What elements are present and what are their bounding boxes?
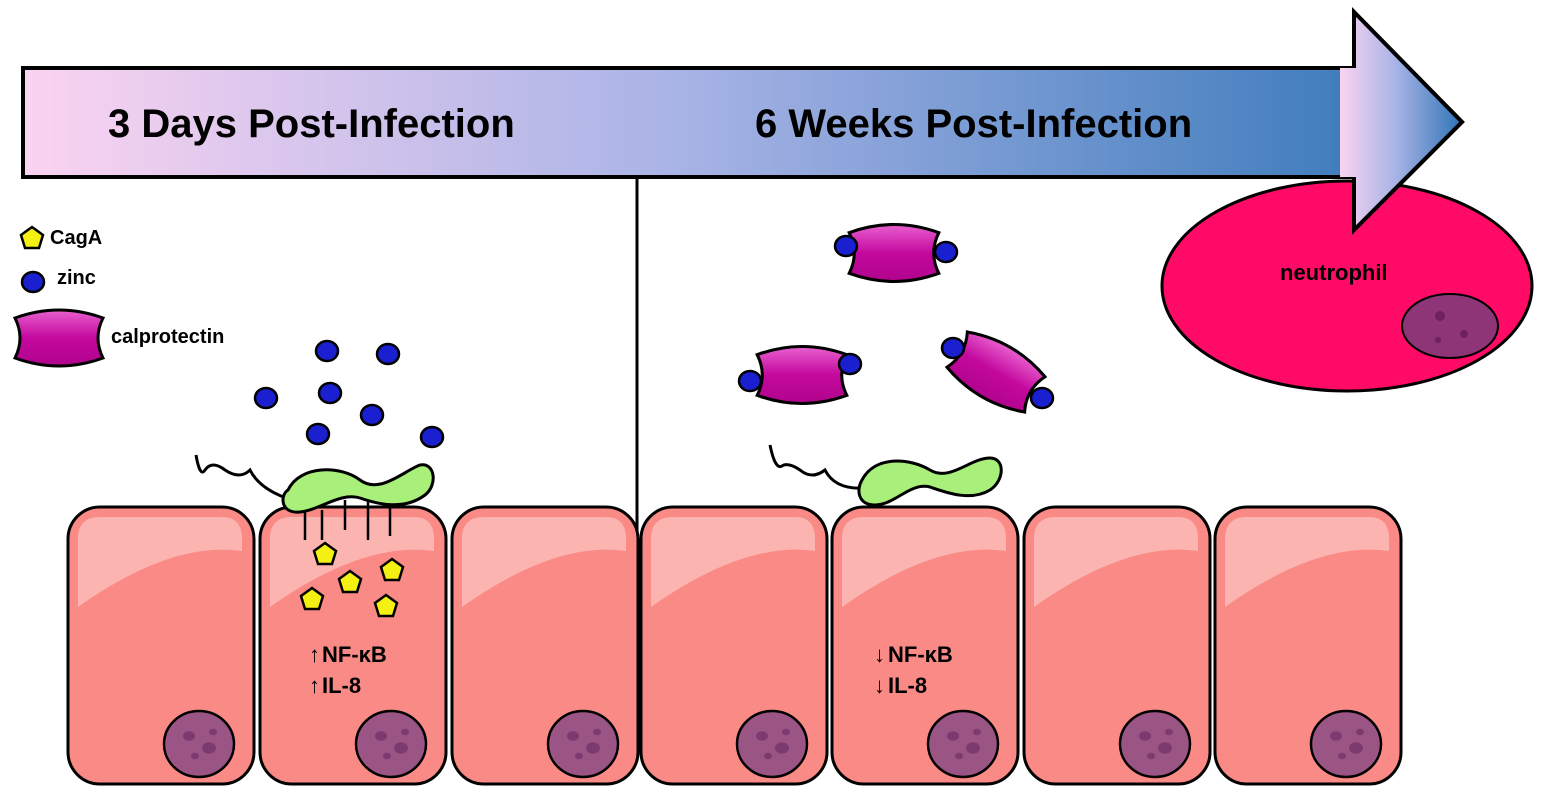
caga-protein: [373, 593, 399, 618]
free-zinc-cluster: [253, 339, 445, 449]
caga-protein: [312, 541, 338, 566]
epithelial-cell: [830, 505, 1020, 786]
zinc-ion: [253, 386, 279, 410]
cell-nucleus: [735, 709, 809, 779]
zinc-ion: [419, 425, 445, 449]
legend: CagA zinc calprotectin: [13, 225, 224, 368]
legend-zinc-icon: [20, 270, 46, 294]
cell-nucleus: [354, 709, 428, 779]
marker-arrow-up-icon: ↑: [309, 642, 320, 667]
cell-nucleus: [1118, 709, 1192, 779]
legend-caga-icon: [19, 225, 45, 250]
marker-arrow-down-icon: ↓: [874, 673, 885, 698]
bacterium-late: [768, 444, 1003, 507]
zinc-ion: [317, 381, 343, 405]
type-iv-secretion-needles: [303, 500, 392, 540]
early-signaling-markers: ↑ NF-κB ↑ IL-8: [309, 642, 387, 698]
arrow-head-overlay: [1340, 7, 1465, 235]
zinc-ion: [375, 342, 401, 366]
legend-caga-label: CagA: [50, 227, 102, 249]
timeline-label-late: 6 Weeks Post-Infection: [755, 102, 1192, 146]
marker-il8-label: IL-8: [322, 673, 361, 698]
caga-protein: [379, 557, 405, 582]
epithelial-cell: [1213, 505, 1403, 786]
legend-calprotectin-label: calprotectin: [111, 326, 224, 348]
marker-il8-label: IL-8: [888, 673, 927, 698]
zinc-ion: [359, 403, 385, 427]
cell-nucleus: [162, 709, 236, 779]
legend-zinc-label: zinc: [57, 267, 96, 289]
calprotectin-bound-zinc: [737, 222, 1055, 421]
marker-arrow-down-icon: ↓: [874, 642, 885, 667]
marker-nfkb-label: NF-κB: [322, 642, 387, 667]
calprotectin-complex: [833, 222, 959, 284]
marker-nfkb-label: NF-κB: [888, 642, 953, 667]
epithelial-cell-layer: [66, 505, 1403, 786]
cell-nucleus: [1309, 709, 1383, 779]
legend-calprotectin-icon: [13, 308, 105, 368]
cell-nucleus: [926, 709, 1000, 779]
neutrophil-nucleus: [1401, 293, 1499, 359]
calprotectin-complex: [737, 344, 863, 406]
neutrophil: neutrophil: [1160, 179, 1534, 393]
epithelial-cell: [639, 505, 829, 786]
epithelial-cell: [450, 505, 640, 786]
late-signaling-markers: ↓ NF-κB ↓ IL-8: [874, 642, 953, 698]
cell-nucleus: [546, 709, 620, 779]
zinc-ion: [305, 422, 331, 446]
caga-protein: [299, 586, 325, 611]
timeline-label-early: 3 Days Post-Infection: [108, 102, 515, 146]
zinc-ion: [314, 339, 340, 363]
bacterium-early: [194, 454, 435, 540]
epithelial-cell: [66, 505, 256, 786]
caga-protein: [337, 569, 363, 594]
neutrophil-label: neutrophil: [1280, 260, 1388, 285]
marker-arrow-up-icon: ↑: [309, 673, 320, 698]
caga-cluster: [299, 541, 405, 618]
epithelial-cell: [1022, 505, 1212, 786]
